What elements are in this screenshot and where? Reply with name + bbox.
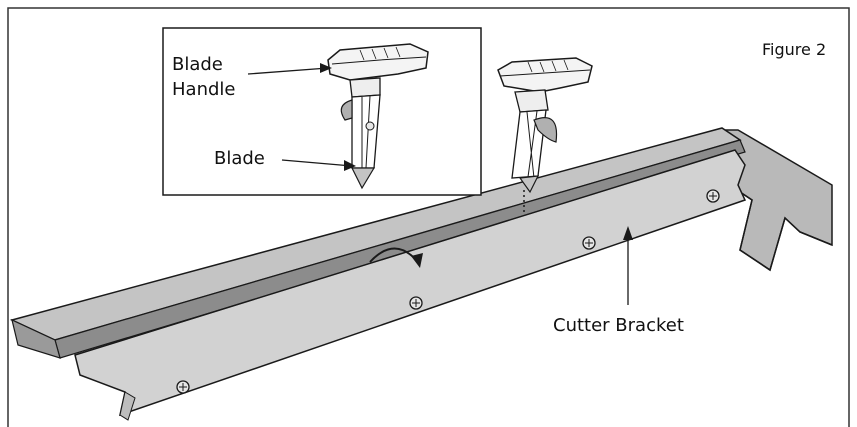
inset-detail-box (162, 27, 482, 196)
screw-icon (706, 189, 720, 203)
blade-handle-line2: Handle (172, 79, 236, 100)
figure-frame (7, 7, 850, 427)
blade-assembly-illustration (497, 57, 593, 194)
screw-icon (582, 236, 596, 250)
rotation-arrowhead (411, 253, 423, 268)
figure-label: Figure 2 (762, 40, 827, 59)
cutter-bracket (74, 149, 747, 421)
screw-icon (176, 380, 190, 394)
blade-handle-line1: Blade (172, 54, 223, 75)
blade-handle-callout: Blade Handle (172, 52, 235, 102)
cutter-bracket-callout: Cutter Bracket (553, 315, 684, 336)
screw-icon (409, 296, 423, 310)
blade-callout: Blade (214, 148, 265, 169)
cutter-bracket-arrowhead (623, 226, 633, 240)
